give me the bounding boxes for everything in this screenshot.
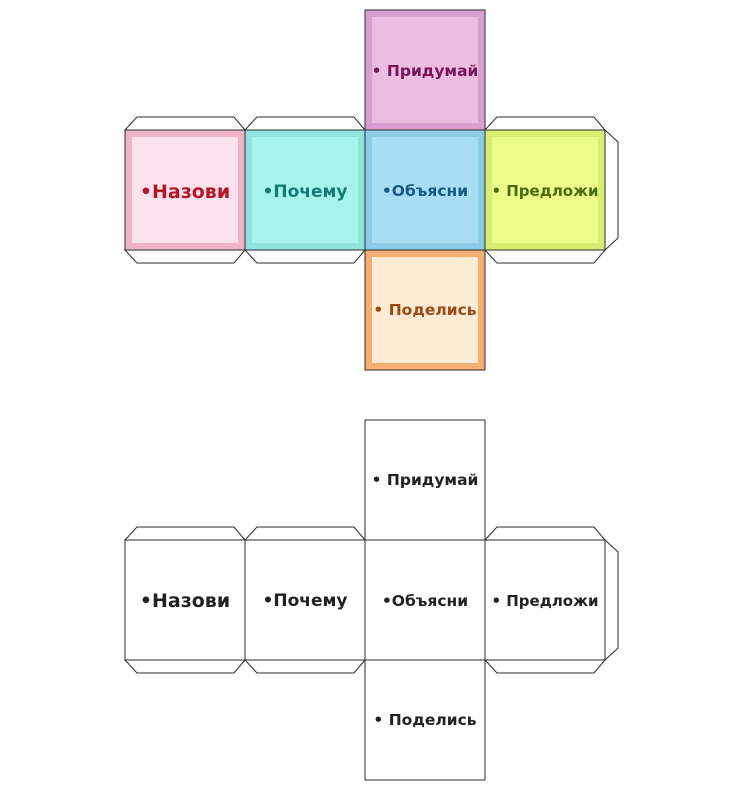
- plain-face-center-left: [244, 539, 366, 661]
- flap-right-top: [483, 116, 607, 131]
- face-bottom: • Поделись: [364, 249, 486, 371]
- plain-face-center: [364, 539, 486, 661]
- flap-right-side: [604, 128, 619, 252]
- flap-right-side: [604, 538, 619, 662]
- plain-face-bottom-label: • Поделись: [373, 711, 476, 729]
- face-top-label: • Придумай: [372, 62, 479, 80]
- plain-cube-net: • Придумай •Назови •Почему •Объясни • Пр…: [123, 419, 619, 781]
- glue-flaps: [123, 526, 619, 674]
- plain-face-left-label: •Назови: [140, 590, 230, 612]
- plain-face-right: [484, 539, 606, 661]
- face-top: • Придумай: [364, 9, 486, 131]
- flap-left-bottom: [123, 249, 247, 264]
- flap-right-bottom: [483, 659, 607, 674]
- face-left: •Назови: [124, 129, 246, 251]
- face-center-inner: [372, 137, 478, 243]
- flap-center-left-top: [243, 526, 367, 541]
- face-right-inner: [492, 137, 598, 243]
- face-center-left-inner: [252, 137, 358, 243]
- colored-cube-net: • Придумай •Назови •Почему •Объясни • Пр…: [123, 9, 619, 371]
- face-left-label: •Назови: [140, 181, 230, 203]
- plain-face-top: [364, 419, 486, 541]
- plain-face-center-label: •Объясни: [382, 592, 468, 610]
- flap-center-left-top: [243, 116, 367, 131]
- face-center-label: •Объясни: [382, 182, 468, 200]
- plain-face-bottom: [364, 659, 486, 781]
- face-bottom-label: • Поделись: [373, 301, 476, 319]
- plain-face-top-label: • Придумай: [372, 471, 479, 489]
- flap-center-left-bottom: [243, 659, 367, 674]
- plain-face-left: [124, 539, 246, 661]
- plain-face-right-label: • Предложи: [491, 592, 598, 610]
- face-right: • Предложи: [484, 129, 606, 251]
- flap-left-top: [123, 116, 247, 131]
- flap-right-bottom: [483, 249, 607, 264]
- face-center-left: •Почему: [244, 129, 366, 251]
- face-right-label: • Предложи: [491, 182, 598, 200]
- flap-left-bottom: [123, 659, 247, 674]
- flap-right-top: [483, 526, 607, 541]
- face-bottom-inner: [372, 257, 478, 363]
- face-center-left-label: •Почему: [263, 182, 348, 202]
- face-center: •Объясни: [364, 129, 486, 251]
- flap-left-top: [123, 526, 247, 541]
- glue-flaps: [123, 116, 619, 264]
- face-left-inner: [132, 137, 238, 243]
- flap-center-left-bottom: [243, 249, 367, 264]
- plain-face-center-left-label: •Почему: [263, 591, 348, 611]
- face-top-inner: [372, 17, 478, 123]
